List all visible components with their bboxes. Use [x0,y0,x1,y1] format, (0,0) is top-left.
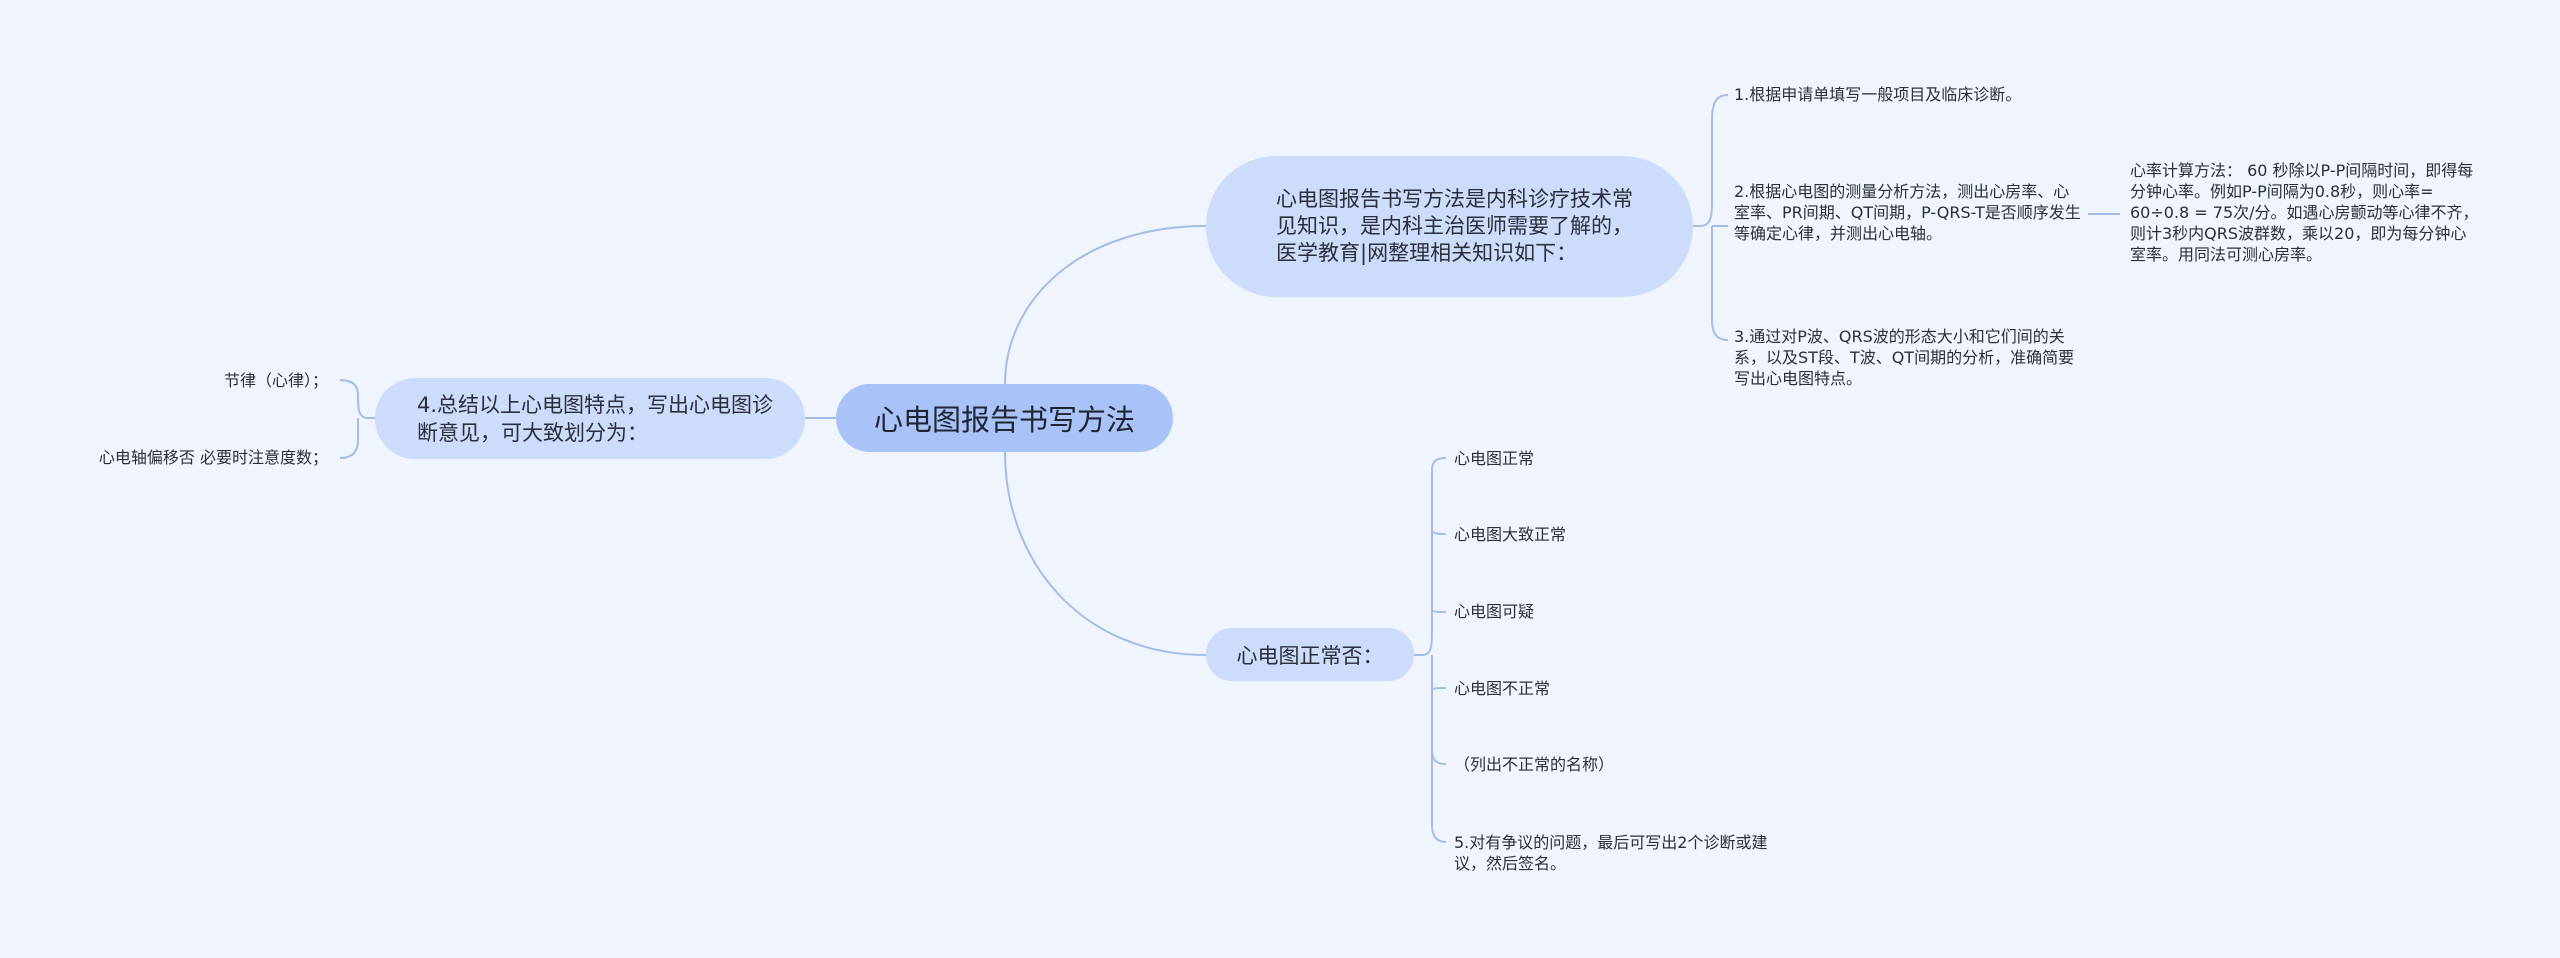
intro-child-2[interactable]: 2.根据心电图的测量分析方法，测出心房率、心室率、PR间期、QT间期，P-QRS… [1734,182,2081,243]
summary-child-rhythm[interactable]: 节律（心律）； [223,371,328,390]
branch-intro[interactable]: 心电图报告书写方法是内科诊疗技术常见知识，是内科主治医师需要了解的，医学教育|网… [1206,156,1693,297]
normal-child-suspicious[interactable]: 心电图可疑 [1454,602,1535,621]
branch-normal-label: 心电图正常否： [1236,643,1384,668]
connector-normal-bracket [1414,457,1447,843]
intro-child-3[interactable]: 3.通过对P波、QRS波的形态大小和它们间的关系，以及ST段、T波、QT间期的分… [1734,327,2075,388]
branch-normal[interactable]: 心电图正常否： [1206,628,1414,681]
normal-child-disputed[interactable]: 5.对有争议的问题，最后可写出2个诊断或建议，然后签名。 [1454,833,1768,873]
connector-intro-bracket [1693,94,1729,341]
normal-child-roughly-normal[interactable]: 心电图大致正常 [1454,525,1567,544]
heart-rate-note[interactable]: 心率计算方法： 60 秒除以P-P间隔时间，即得每分钟心率。例如P-P间隔为0.… [2130,161,2479,264]
connector-root-normal [1004,451,1207,656]
intro-child-1[interactable]: 1.根据申请单填写一般项目及临床诊断。 [1734,85,2022,104]
normal-child-abnormal[interactable]: 心电图不正常 [1454,679,1551,698]
root-topic[interactable]: 心电图报告书写方法 [836,384,1173,452]
root-topic-label: 心电图报告书写方法 [873,403,1135,437]
normal-child-normal[interactable]: 心电图正常 [1454,449,1535,468]
normal-child-list-abnormal[interactable]: （列出不正常的名称） [1454,755,1615,774]
branch-summary[interactable]: 4.总结以上心电图特点，写出心电图诊断意见，可大致划分为： [375,378,805,459]
summary-child-axis[interactable]: 心电轴偏移否 必要时注意度数； [98,448,328,467]
connector-summary-bracket [339,379,375,459]
branch-summary-label: 4.总结以上心电图特点，写出心电图诊断意见，可大致划分为： [417,392,774,445]
branch-intro-label: 心电图报告书写方法是内科诊疗技术常见知识，是内科主治医师需要了解的，医学教育|网… [1276,187,1633,265]
connector-root-intro [1004,225,1207,385]
